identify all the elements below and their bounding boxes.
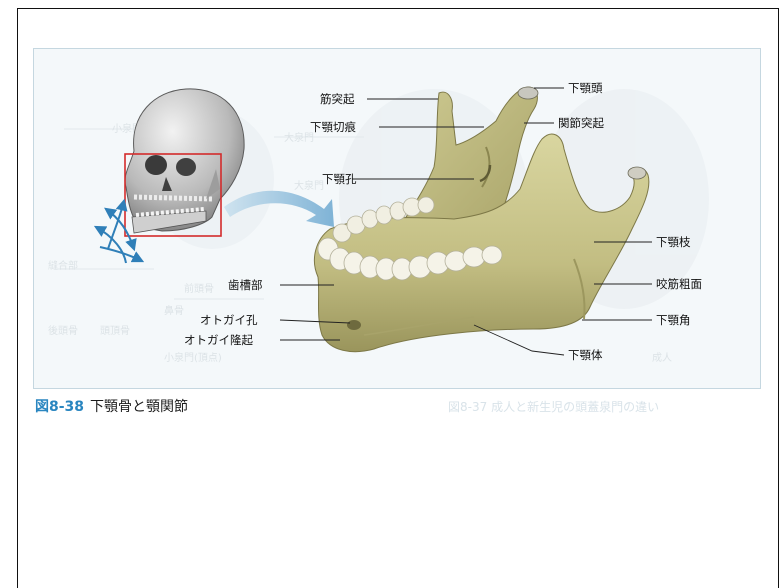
label-otogai-ryuki: オトガイ隆起 <box>184 333 253 347</box>
ghost-label: 成人 <box>652 352 672 364</box>
label-kansetsu-tokki: 関節突起 <box>558 116 604 130</box>
label-kagaku-kaku: 下顎角 <box>656 313 691 327</box>
label-kagaku-shi: 下顎枝 <box>656 235 691 249</box>
label-kinkotsuki: 筋突起 <box>320 92 355 106</box>
ghost-label: 小泉門(頂点) <box>164 351 222 364</box>
label-shisoubu: 歯槽部 <box>228 278 263 292</box>
label-kagaku-tou: 下顎頭 <box>568 81 603 95</box>
figure-title: 下顎骨と顎関節 <box>90 399 188 415</box>
figure-caption: 図8-38 下顎骨と顎関節 図8-37 成人と新生児の頭蓋泉門の違い <box>35 396 659 416</box>
label-kagaku-setsukon: 下顎切痕 <box>310 120 356 134</box>
figure-number: 図8-38 <box>35 399 84 415</box>
label-otogai-kou: オトガイ孔 <box>200 313 258 327</box>
ghost-label: 大泉門 <box>294 179 324 192</box>
ghost-label: 前頭骨 <box>184 282 214 295</box>
ghost-caption: 図8-37 成人と新生児の頭蓋泉門の違い <box>448 400 659 414</box>
ghost-label: 頭頂骨 <box>100 325 130 337</box>
figure-panel: 小泉門 大泉門 縫合部 前頭骨 後頭骨 頭頂骨 鼻骨 大泉門 成人 小泉門(頂点… <box>33 48 761 389</box>
label-kagaku-kou: 下顎孔 <box>322 172 357 186</box>
ghost-label: 後頭骨 <box>48 324 78 337</box>
mandible-illustration: 小泉門 大泉門 縫合部 前頭骨 後頭骨 頭頂骨 鼻骨 大泉門 成人 小泉門(頂点… <box>34 49 761 389</box>
ghost-label: 縫合部 <box>48 259 78 272</box>
label-kagaku-tai: 下顎体 <box>568 348 603 362</box>
ghost-label: 鼻骨 <box>164 304 184 317</box>
label-koukin-somen: 咬筋粗面 <box>656 277 702 291</box>
